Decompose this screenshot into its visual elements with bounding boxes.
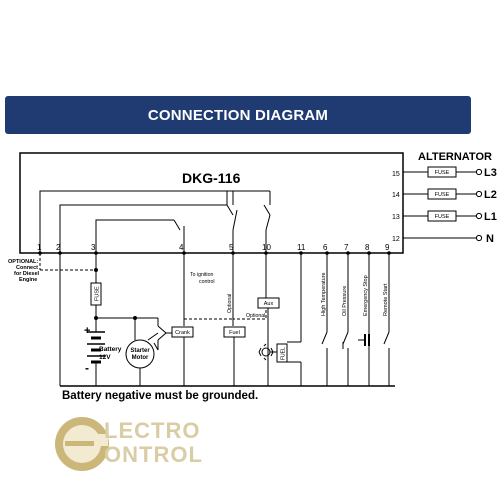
starter-motor-label-2: Motor	[132, 355, 149, 361]
diagram-title: CONNECTION DIAGRAM	[147, 106, 329, 124]
logo-line-1: LECTRO	[104, 418, 200, 443]
input-oil-pressure: Oil Pressure	[342, 286, 348, 316]
input-emergency-stop: Emergency Stop	[363, 275, 369, 316]
svg-text:for Diesel: for Diesel	[14, 271, 40, 277]
terminal-3: 3	[91, 243, 96, 252]
phase-n-label: N	[486, 233, 494, 245]
battery-label: Battery	[99, 346, 122, 353]
terminal-13: 13	[392, 214, 400, 221]
svg-text:Connect: Connect	[16, 265, 38, 271]
battery-symbol	[87, 331, 105, 386]
optional-vertical-label: Optional	[227, 294, 233, 313]
alternator-title: ALTERNATOR	[418, 151, 492, 163]
terminal-2: 2	[56, 243, 61, 252]
diagram-title-banner: CONNECTION DIAGRAM	[5, 96, 471, 134]
fuse-l3	[427, 166, 457, 178]
svg-text:OPTIONAL:: OPTIONAL:	[8, 259, 38, 265]
logo-line-2: ONTROL	[104, 442, 203, 467]
crank-label: Crank	[175, 330, 190, 336]
phase-l2-label: L2	[484, 189, 497, 201]
terminal-14: 14	[392, 192, 400, 199]
input-remote-start: Remote Start	[383, 283, 389, 316]
input-high-temperature: High Temperature	[321, 272, 327, 316]
terminal-11: 11	[297, 243, 306, 252]
terminal-12: 12	[392, 236, 400, 243]
terminal-numbers-right: 15 14 13 12	[392, 171, 400, 243]
phase-l1-label: L1	[484, 211, 497, 223]
battery-voltage: 12V	[99, 354, 111, 361]
crank-relay	[171, 326, 194, 338]
svg-text:Engine: Engine	[19, 277, 37, 283]
fuse-l3-label: FUSE	[435, 170, 450, 176]
terminal-l3-dot	[475, 168, 483, 176]
input-switches	[321, 253, 390, 386]
terminal-4: 4	[179, 243, 184, 252]
fuse-l2	[427, 188, 457, 200]
terminal-5: 5	[229, 243, 234, 252]
terminal-7: 7	[344, 243, 349, 252]
terminal-l2-dot	[475, 190, 483, 198]
fuel-label: Fuel	[229, 330, 240, 336]
terminal-8: 8	[365, 243, 370, 252]
battery-minus: -	[85, 361, 89, 375]
ground-note: Battery negative must be grounded.	[62, 390, 258, 402]
ignition-label: To ignition	[190, 272, 213, 278]
fuse-l1	[427, 210, 457, 222]
fuse-l1-label: FUSE	[435, 214, 450, 220]
electrocontrol-logo: LECTRO ONTROL	[55, 417, 203, 471]
battery-plus: +	[84, 325, 90, 337]
main-fuse-label: FUSE	[95, 286, 101, 301]
terminal-9: 9	[385, 243, 390, 252]
phase-l3-label: L3	[484, 167, 497, 179]
terminal-numbers-left: 1 2 3 4 5 10 11 6 7 8 9	[37, 243, 390, 252]
aux-label: Aux	[264, 301, 274, 307]
terminal-10: 10	[262, 243, 271, 252]
terminal-6: 6	[323, 243, 328, 252]
fuel-solenoid	[258, 253, 302, 386]
terminal-15: 15	[392, 171, 400, 178]
internal-relay-wiring	[39, 190, 271, 253]
controller-body	[19, 152, 404, 254]
ignition-label-2: control	[199, 279, 215, 285]
fuse-l2-label: FUSE	[435, 192, 450, 198]
optional-note: OPTIONAL: Connect for Diesel Engine	[8, 259, 40, 283]
starter-motor-label: Starter	[130, 348, 150, 354]
terminal-n-dot	[475, 234, 483, 242]
terminal-l1-dot	[475, 212, 483, 220]
fuel-solenoid-label: FUEL	[281, 347, 287, 360]
optional-horizontal-label: Optional	[246, 313, 265, 319]
device-model: DKG-116	[182, 170, 241, 186]
starter-motor	[125, 318, 167, 386]
